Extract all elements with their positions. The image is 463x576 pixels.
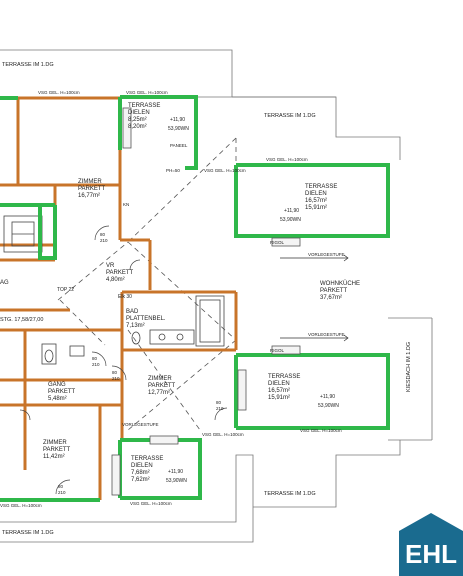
label-vorlegestufe-2: VORLEGESTUFE: [308, 332, 345, 337]
label-terrasse-1dg-top-left: TERRASSE IM 1.DG: [2, 62, 54, 68]
door-arcs: [19, 225, 228, 495]
door-width-5: 80: [58, 484, 64, 489]
label-paneel: PANEEL: [170, 143, 188, 148]
door-height-1: 210: [100, 238, 108, 243]
label-vsg-7: VSG GEL. H=100cm: [130, 501, 172, 506]
vr-floor: PARKETT: [106, 270, 134, 276]
arrows: [280, 254, 349, 342]
zimmer-1-name: ZIMMER: [78, 179, 102, 185]
door-height-5: 210: [58, 490, 66, 495]
terrasse-ne-a2: 15,91m²: [305, 205, 327, 211]
rigols: [111, 107, 301, 496]
terrasse-nw-level2: 53,90WN: [168, 126, 189, 132]
gang-name: GANG: [48, 382, 66, 388]
logo-text: EHL: [405, 539, 457, 569]
logo-house-shape: [399, 513, 463, 576]
door-height-3: 210: [112, 376, 120, 381]
label-vsg-6: VSG GEL. H=100cm: [202, 432, 244, 437]
bad-area: 7,13m²: [126, 323, 145, 329]
label-vsg-2: VSG GEL. H=100cm: [126, 90, 168, 95]
label-rigol-2: RIGOL: [270, 348, 285, 353]
label-vorlegestufe-1: VORLEGESTUFE: [308, 252, 345, 257]
door-height-4: 210: [216, 406, 224, 411]
terrasse-sw-level: +11,90: [168, 469, 183, 475]
roof-outlines: [0, 49, 433, 543]
label-terrasse-1dg-bottom-left: TERRASSE IM 1.DG: [2, 530, 54, 536]
plan-labels: TERRASSE IM 1.DG TERRASSE IM 1.DG TERRAS…: [0, 62, 412, 536]
bad-floor: PLATTENBEL.: [126, 316, 166, 322]
wohnkueche-floor: PARKETT: [320, 288, 348, 294]
zimmer-3-floor: PARKETT: [43, 447, 71, 453]
label-vsg-1: VSG GEL. H=100cm: [38, 90, 80, 95]
terrasse-sw-level2: 53,90WN: [166, 478, 187, 484]
label-rigol-1: RIGOL: [270, 240, 285, 245]
label-ag: AG: [0, 280, 9, 286]
terrasse-ne-level: +11,90: [284, 208, 299, 214]
zimmer-3-area: 11,42m²: [43, 454, 65, 460]
ehl-logo: EHL: [399, 513, 463, 576]
label-kiesdach: KIESDACH IM 1.DG: [406, 342, 412, 392]
terrasse-sw-floor: DIELEN: [131, 463, 153, 469]
zimmer-2-name: ZIMMER: [148, 376, 172, 382]
vr-name: VR: [106, 263, 115, 269]
label-vsg-5: VSG GEL. H=100cm: [300, 428, 342, 433]
terrasse-ne-level2: 53,90WN: [280, 217, 301, 223]
label-vsg-4: VSG GEL. H=100cm: [266, 157, 308, 162]
terrasse-se-a2: 15,91m²: [268, 395, 290, 401]
label-vsg-8: VSG GEL. H=100cm: [0, 503, 42, 508]
label-elk: Elk 30: [118, 294, 132, 300]
door-width-1: 80: [100, 232, 106, 237]
terrasse-se-level: +11,90: [320, 394, 335, 400]
terrasse-sw-a2: 7,62m²: [131, 477, 150, 483]
wohnkueche-area: 37,67m²: [320, 295, 342, 301]
terrasse-se-level2: 53,90WN: [318, 403, 339, 409]
label-vorlegestufe-3: VORLEGESTUFE: [122, 422, 159, 427]
terrasse-ne-a1: 16,57m²: [305, 198, 327, 204]
terrasse-ne-name: TERRASSE: [305, 184, 337, 190]
label-terrasse-1dg-bottom-right: TERRASSE IM 1.DG: [264, 491, 316, 497]
terrasse-nw-a2: 8,20m²: [128, 124, 147, 130]
door-height-2: 210: [92, 362, 100, 367]
railings: [0, 95, 390, 502]
door-width-4: 80: [216, 400, 222, 405]
terrasse-nw-level: +11,90: [170, 117, 185, 123]
bad-name: BAD: [126, 309, 139, 315]
wohnkueche-name: WOHNKÜCHE: [320, 280, 360, 287]
gang-area: 5,48m²: [48, 396, 67, 402]
terrasse-nw-floor: DIELEN: [128, 110, 150, 116]
door-width-3: 80: [112, 370, 118, 375]
bathroom-fixtures: [3, 215, 225, 365]
zimmer-2-area: 12,77m²: [148, 390, 170, 396]
terrasse-se-floor: DIELEN: [268, 381, 290, 387]
terrasse-sw-name: TERRASSE: [131, 456, 163, 462]
door-width-2: 80: [92, 356, 98, 361]
zimmer-2-floor: PARKETT: [148, 383, 176, 389]
label-top: TOP 22: [57, 287, 74, 293]
terrasse-nw-a1: 8,25m²: [128, 117, 147, 123]
label-terrasse-1dg-top-right: TERRASSE IM 1.DG: [264, 113, 316, 119]
terrasse-ne-floor: DIELEN: [305, 191, 327, 197]
label-ph: PH=50: [166, 168, 180, 173]
zimmer-3-name: ZIMMER: [43, 440, 67, 446]
zimmer-1-area: 16,77m²: [78, 193, 100, 199]
vr-area: 4,80m²: [106, 277, 125, 283]
terrasse-se-a1: 16,57m²: [268, 388, 290, 394]
terrasse-nw-name: TERRASSE: [128, 103, 160, 109]
gang-floor: PARKETT: [48, 389, 76, 395]
label-kn: KN: [123, 202, 129, 207]
terrasse-se-name: TERRASSE: [268, 374, 300, 380]
label-vsg-3: VSG GEL. H=100cm: [204, 168, 246, 173]
terrasse-sw-a1: 7,68m²: [131, 470, 150, 476]
label-stg: STG. 17,58/27,00: [0, 317, 43, 323]
zimmer-1-floor: PARKETT: [78, 186, 106, 192]
